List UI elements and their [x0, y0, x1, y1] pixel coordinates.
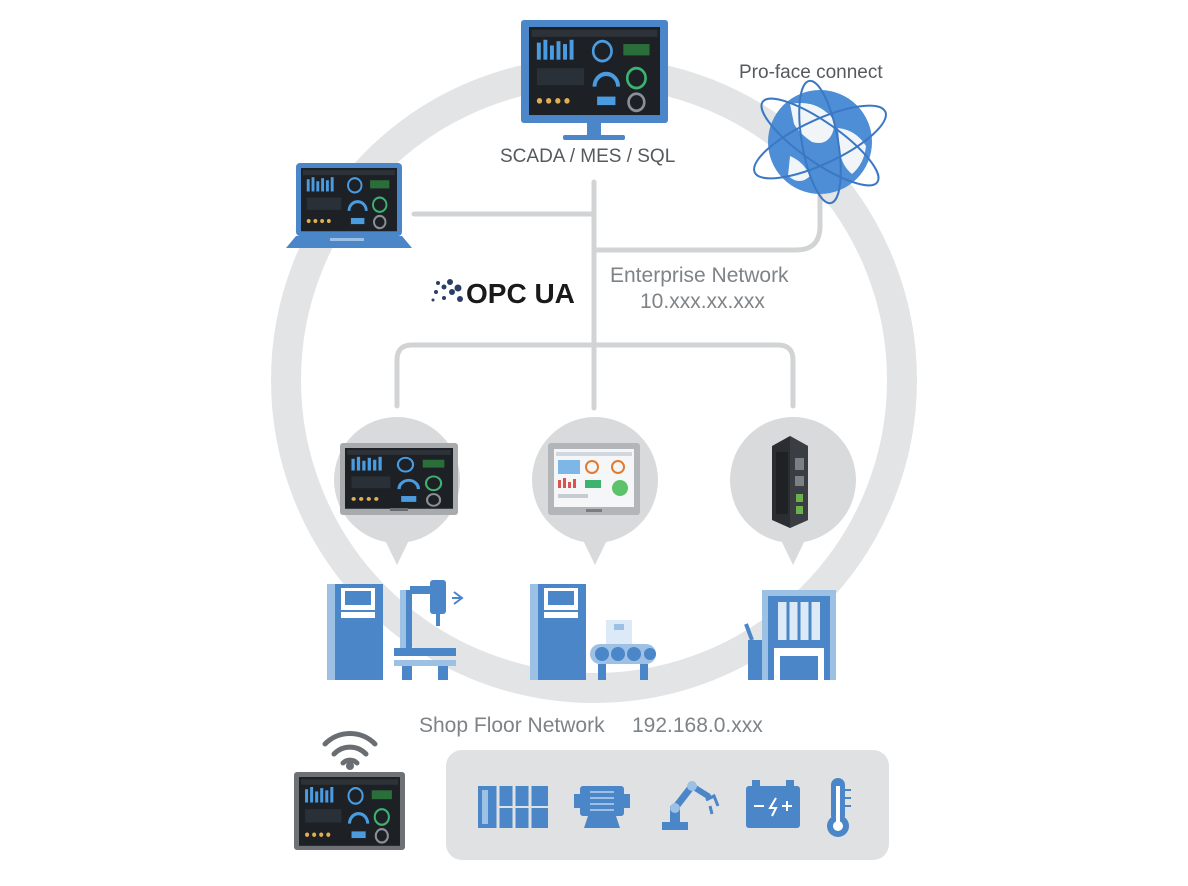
hmi-silver-panel: [548, 443, 640, 515]
cloud-label: Pro-face connect: [739, 62, 883, 83]
shop-floor-ip-label: 192.168.0.xxx: [632, 714, 763, 737]
conveyor-machine-icon: [530, 584, 656, 680]
laptop: [286, 163, 412, 248]
plc-rack-icon: [478, 786, 548, 828]
wifi-icon: [322, 731, 378, 766]
thermometer-icon: [827, 778, 851, 837]
globe-icon: [753, 79, 887, 205]
enterprise-ip-label: 10.xxx.xx.xxx: [640, 290, 765, 313]
opc-ua-logo-mark: [431, 279, 463, 302]
enterprise-network-label: Enterprise Network: [610, 264, 789, 287]
network-lines: [394, 179, 823, 411]
wireless-hmi: [294, 772, 405, 850]
cnc-machine-icon: [327, 580, 464, 680]
battery-icon: [746, 780, 800, 828]
scada-label: SCADA / MES / SQL: [500, 146, 676, 167]
box-pc-module: [772, 436, 808, 528]
hmi-dark-panel: [340, 443, 458, 515]
opc-ua-logo: OPC UA: [466, 278, 575, 309]
shop-floor-network-label: Shop Floor Network: [419, 714, 605, 737]
scada-monitor: [521, 20, 668, 140]
robot-arm-icon: [662, 781, 720, 830]
field-devices-panel: [446, 750, 889, 860]
motor-icon: [574, 786, 630, 828]
press-machine-icon: [744, 590, 836, 680]
